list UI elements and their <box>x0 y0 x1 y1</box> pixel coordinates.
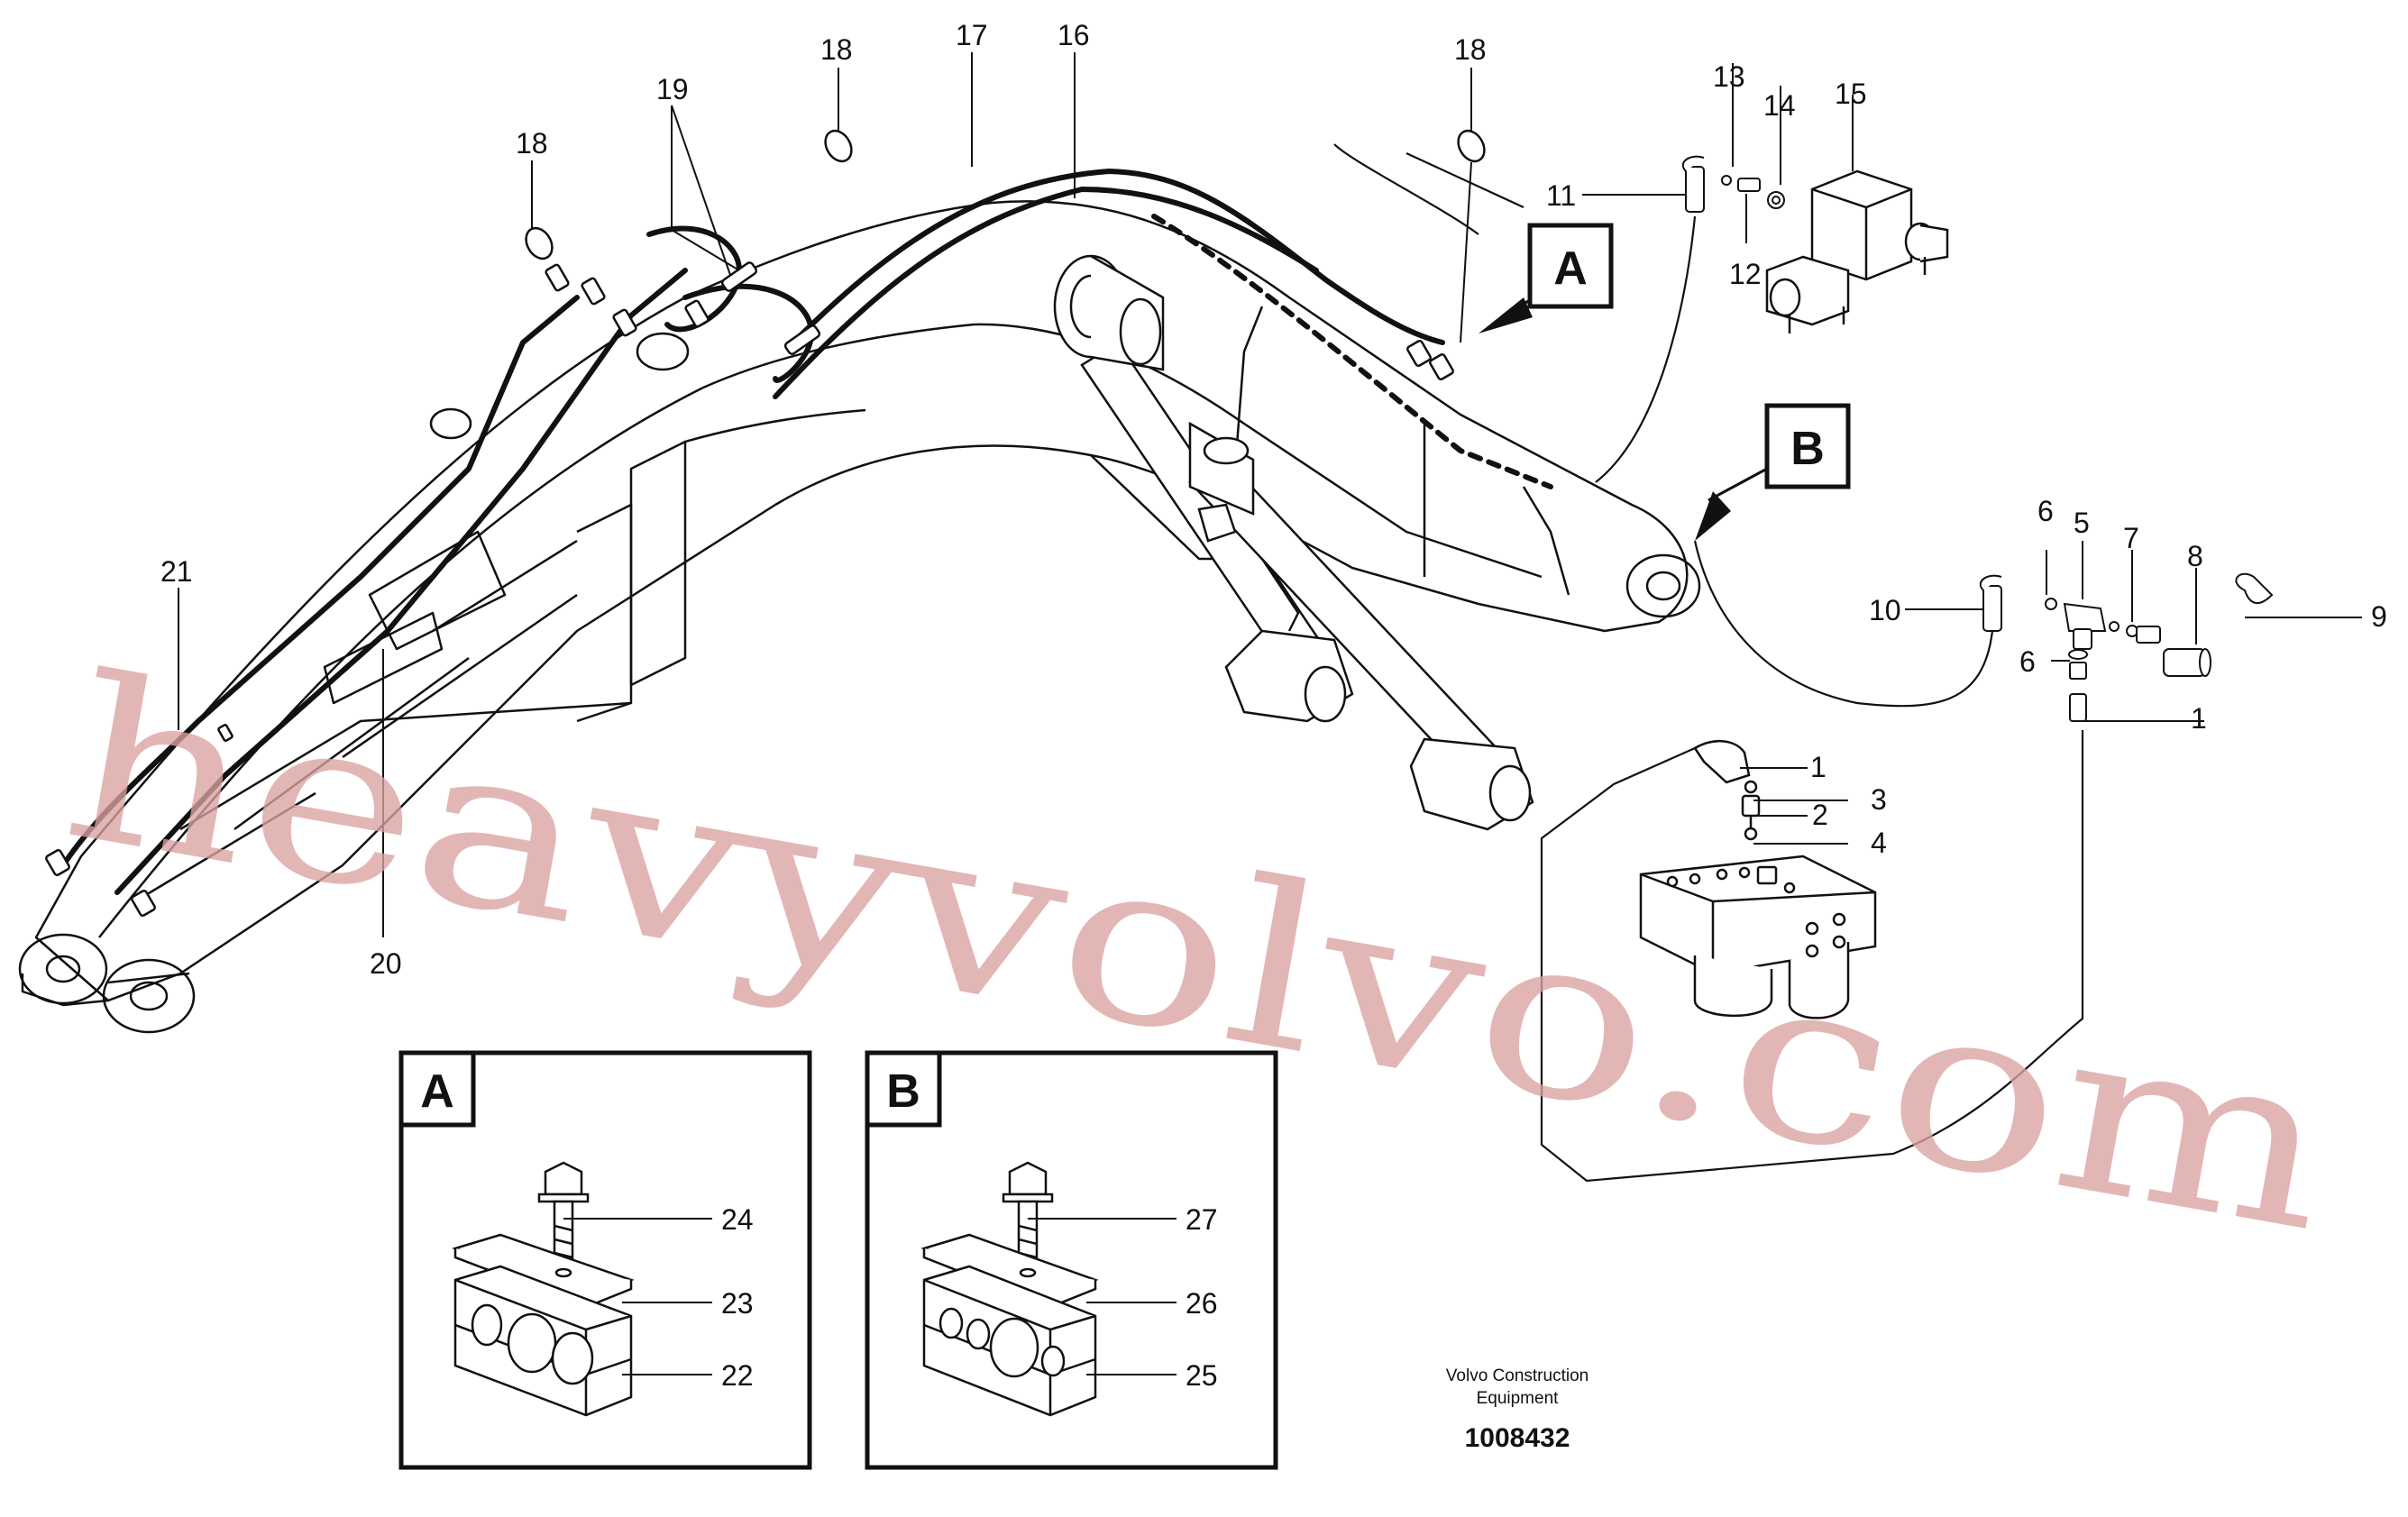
sensor-fitting-group <box>1979 572 2274 722</box>
callout-25: 25 <box>1186 1359 1218 1392</box>
callout-13: 13 <box>1713 60 1745 93</box>
callout-21: 21 <box>160 555 193 588</box>
detail-box-a: A 24 23 22 <box>398 1050 812 1470</box>
detail-box-a-title: A <box>420 1065 454 1118</box>
callout-11: 11 <box>1546 179 1576 212</box>
callout-7: 7 <box>2123 522 2139 554</box>
callout-labels: 18 19 18 17 16 18 13 14 15 11 12 21 20 6… <box>160 19 2387 980</box>
callout-15: 15 <box>1835 78 1867 110</box>
detail-b-leaders <box>1028 1218 1177 1375</box>
callout-18-mid: 18 <box>820 33 853 66</box>
callout-22: 22 <box>721 1359 754 1392</box>
callout-9: 9 <box>2371 600 2387 633</box>
callout-24: 24 <box>721 1203 754 1236</box>
caption-line-1: Volvo Construction <box>1446 1366 1589 1385</box>
callout-18-left: 18 <box>516 127 548 160</box>
detail-a-parts <box>452 1161 635 1417</box>
caption-line-2: Equipment <box>1477 1389 1560 1408</box>
hose-lines <box>60 169 1553 895</box>
callout-14: 14 <box>1763 89 1796 122</box>
callout-3: 3 <box>1871 783 1887 816</box>
callout-26: 26 <box>1186 1287 1218 1320</box>
callout-8: 8 <box>2187 540 2203 572</box>
valve-fitting-parts <box>1681 155 1785 213</box>
callout-18-right: 18 <box>1454 33 1487 66</box>
o-rings-18 <box>525 129 1486 260</box>
callout-23: 23 <box>721 1287 754 1320</box>
callout-5: 5 <box>2074 507 2090 539</box>
callout-1-left: 1 <box>1810 751 1827 783</box>
view-marker-b: B <box>1764 403 1851 489</box>
callout-20: 20 <box>370 947 402 980</box>
callout-16: 16 <box>1058 19 1090 51</box>
callout-19: 19 <box>656 73 689 105</box>
callout-6-top: 6 <box>2037 495 2054 527</box>
view-marker-a: A <box>1527 223 1614 309</box>
boom-structure <box>18 200 1701 1034</box>
detail-box-b-title: B <box>886 1065 920 1118</box>
boom-cylinders <box>1053 254 1534 831</box>
view-arrowheads <box>1479 297 1731 541</box>
callout-6-bottom: 6 <box>2019 645 2036 678</box>
callout-17: 17 <box>956 19 988 51</box>
pilot-hoses <box>1333 143 2084 1183</box>
view-marker-a-label: A <box>1553 242 1588 295</box>
detail-b-parts <box>920 1161 1099 1417</box>
control-valve-block <box>1639 739 1877 1019</box>
detail-a-leaders <box>563 1218 712 1375</box>
callout-2: 2 <box>1812 799 1828 831</box>
callout-4: 4 <box>1871 827 1887 859</box>
callout-1-right: 1 <box>2191 702 2207 735</box>
pilot-valve-15 <box>1765 169 1949 334</box>
document-number: 1008432 <box>1465 1423 1570 1453</box>
hose-fittings <box>45 261 1454 918</box>
callout-leaders <box>178 52 2362 937</box>
callout-12: 12 <box>1729 258 1762 290</box>
view-marker-b-label: B <box>1790 423 1825 475</box>
callout-27: 27 <box>1186 1203 1218 1236</box>
detail-box-b: B 27 26 25 <box>865 1050 1278 1470</box>
callout-10: 10 <box>1869 594 1901 626</box>
